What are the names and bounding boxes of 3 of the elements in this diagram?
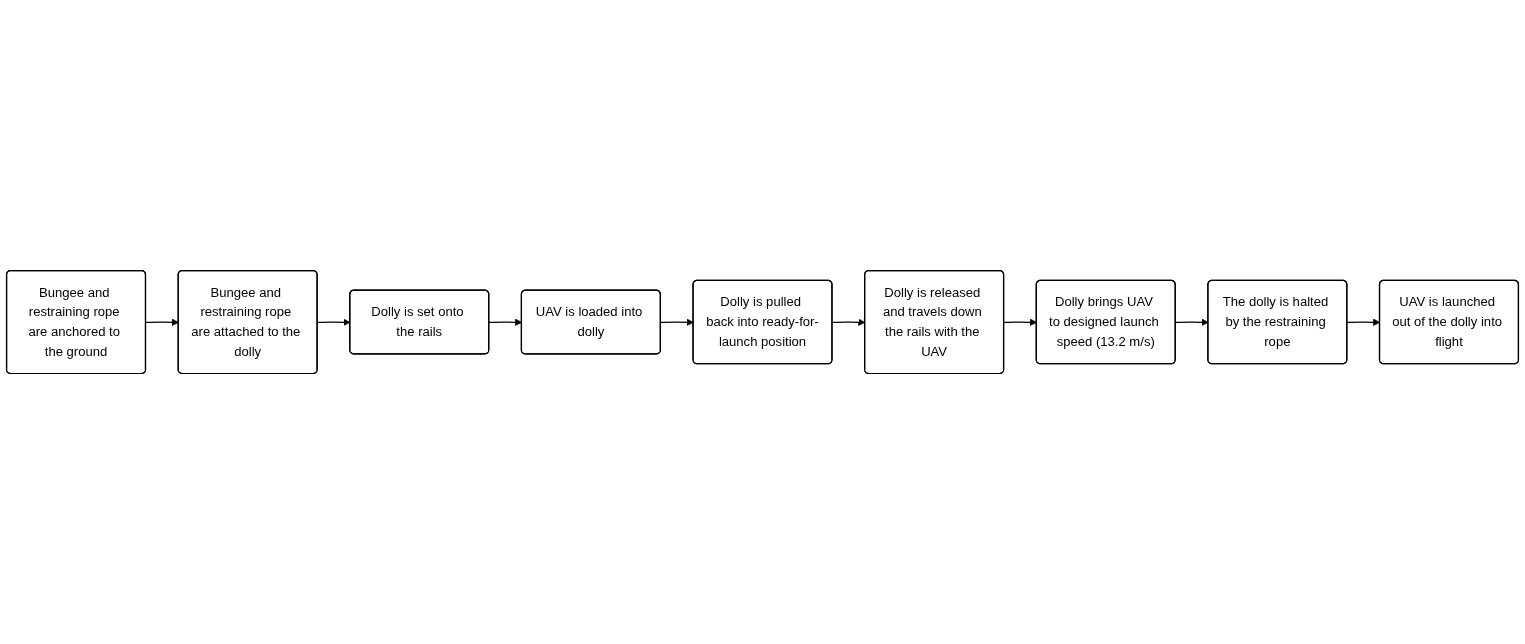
arrow — [1003, 318, 1037, 326]
arrow — [660, 318, 694, 326]
arrow — [145, 318, 179, 326]
